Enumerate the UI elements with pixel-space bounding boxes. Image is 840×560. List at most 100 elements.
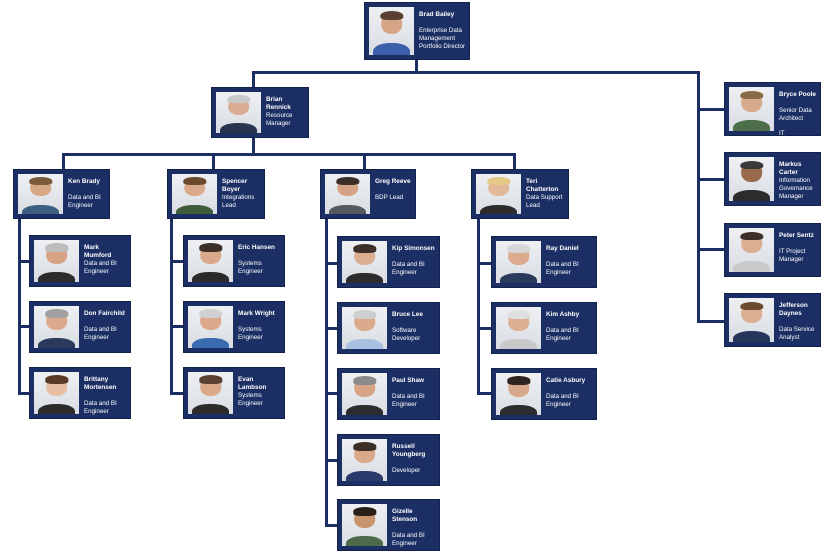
- person-name: Spencer Boyer: [222, 178, 248, 193]
- person-title: Systems Engineer: [238, 260, 263, 275]
- connector-line: [252, 71, 699, 74]
- profile-photo: [34, 372, 79, 414]
- person-name: Mark Wright: [238, 310, 275, 317]
- photo-hair: [198, 309, 223, 318]
- person-title: Data and BI Engineer: [68, 194, 101, 209]
- connector-line: [325, 218, 328, 527]
- profile-photo: [342, 373, 387, 415]
- person-title: Data Support Lead: [526, 194, 563, 209]
- photo-shirt: [219, 123, 258, 133]
- photo-shirt: [345, 536, 384, 546]
- person-title: Senior Data Architect IT Architecture: [779, 107, 813, 146]
- connector-line: [252, 71, 255, 88]
- photo-hair: [335, 177, 360, 186]
- photo-shirt: [345, 273, 384, 283]
- connector-line: [170, 325, 184, 328]
- person-title: Integrations Lead: [222, 194, 255, 209]
- person-title: Data and BI Engineer: [392, 261, 425, 276]
- photo-shirt: [732, 120, 771, 131]
- person-name: Russell Youngberg: [392, 443, 426, 458]
- photo-hair: [198, 375, 223, 384]
- profile-photo: [188, 306, 233, 348]
- person-title: Data and BI Engineer: [84, 326, 117, 341]
- profile-photo: [496, 307, 541, 349]
- photo-shirt: [328, 204, 367, 214]
- person-name: Markus Carter: [779, 161, 802, 176]
- person-name: Peter Sentz: [779, 232, 814, 239]
- profile-photo: [172, 174, 217, 214]
- profile-photo: [342, 439, 387, 481]
- photo-shirt: [372, 42, 411, 55]
- person-title: Enterprise Data Management Portfolio Dir…: [419, 27, 466, 50]
- connector-line: [697, 71, 700, 322]
- profile-photo: [476, 174, 521, 214]
- person-name: Evan Lambson: [238, 376, 267, 391]
- photo-hair: [352, 507, 377, 516]
- person-title: BDP Lead: [375, 194, 404, 201]
- photo-hair: [226, 95, 251, 104]
- person-title: Data and BI Engineer: [84, 260, 117, 275]
- person-name: Bryce Poole: [779, 91, 816, 98]
- photo-shirt: [345, 405, 384, 415]
- photo-shirt: [732, 261, 771, 272]
- photo-shirt: [499, 405, 538, 415]
- connector-line: [170, 218, 173, 394]
- person-name: Ray Daniel: [546, 245, 579, 252]
- connector-line: [18, 218, 21, 394]
- photo-hair: [506, 310, 531, 319]
- profile-photo: [496, 241, 541, 283]
- connector-line: [415, 60, 418, 73]
- photo-shirt: [191, 404, 230, 414]
- photo-shirt: [21, 204, 60, 214]
- connector-line: [18, 260, 30, 263]
- person-name: Greg Reeve: [375, 178, 411, 185]
- connector-line: [325, 327, 338, 330]
- person-name: Gizelle Stenson: [392, 508, 418, 523]
- photo-shirt: [479, 204, 518, 214]
- person-name: Teri Chatterton: [526, 178, 559, 193]
- person-name: Brad Bailey: [419, 11, 455, 18]
- photo-hair: [352, 310, 377, 319]
- connector-line: [477, 392, 492, 395]
- connector-line: [697, 248, 724, 251]
- photo-hair: [739, 231, 764, 241]
- profile-photo: [369, 7, 414, 55]
- photo-hair: [44, 243, 69, 252]
- photo-hair: [352, 442, 377, 451]
- person-name: Ken Brady: [68, 178, 100, 185]
- person-title: Resource Manager: [266, 112, 293, 127]
- person-name: Eric Hansen: [238, 244, 275, 251]
- photo-shirt: [345, 339, 384, 349]
- person-title: Information Governance Manager: [779, 177, 813, 200]
